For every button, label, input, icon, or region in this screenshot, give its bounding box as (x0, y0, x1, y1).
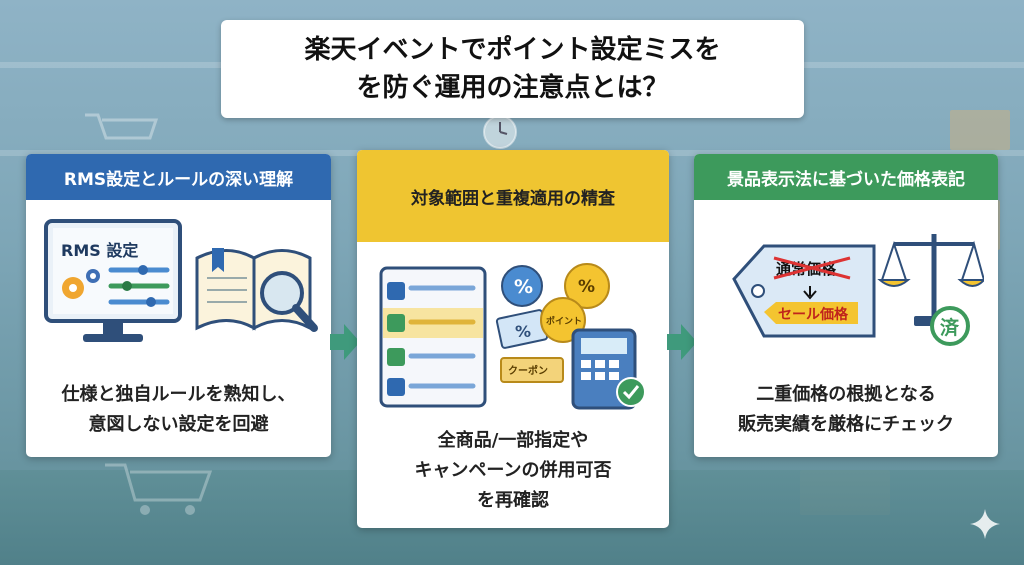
card-body-line: キャンペーンの併用可否 (414, 460, 612, 481)
monitor-settings-icon: RMS 設定 (44, 219, 182, 342)
card-header: 対象範囲と重複適用の精査 (357, 150, 669, 242)
campaign-calculation-icon: % % % ポイント クーポン (379, 263, 646, 410)
card-body-line: 全商品/一部指定や (437, 430, 589, 451)
arrow-right-icon (330, 324, 360, 360)
card-header: 景品表示法に基づいた価格表記 (694, 154, 998, 200)
card-body: 仕様と独自ルールを熟知し、 意図しない設定を回避 (26, 380, 331, 440)
arrow-right-icon (667, 324, 697, 360)
screen-label: RMS 設定 (61, 241, 138, 260)
card-body: 全商品/一部指定や キャンペーンの併用可否 を再確認 (357, 426, 669, 516)
percent-label: % (514, 276, 533, 298)
background-box (950, 110, 1010, 150)
point-label: ポイント (546, 315, 582, 327)
sale-price-label: セール価格 (778, 306, 849, 323)
shopping-cart-icon (105, 463, 213, 515)
coupon-label: クーポン (508, 364, 548, 377)
sparkle-icon (970, 509, 1000, 539)
price-tag-scale-icon: 通常価格 セール価格 済 (732, 234, 984, 346)
percent-label: % (578, 277, 595, 297)
card-body-line: 意図しない設定を回避 (88, 414, 269, 435)
card-body-line: 仕様と独自ルールを熟知し、 (61, 384, 296, 405)
card-scope-check: 対象範囲と重複適用の精査 % % % ポイント クーポン 全商品/一部指定や (357, 150, 669, 528)
card-body-line: 販売実績を厳格にチェック (738, 414, 954, 435)
page-title: 楽天イベントでポイント設定ミスを を防ぐ運用の注意点とは？ (221, 20, 804, 118)
card-price-display: 景品表示法に基づいた価格表記 通常価格 セール価格 済 二重価格の根拠となる 販… (694, 154, 998, 457)
approved-stamp: 済 (940, 316, 960, 339)
card-header: RMS設定とルールの深い理解 (26, 154, 331, 200)
shopping-cart-icon (85, 113, 159, 140)
clock-icon (483, 115, 517, 149)
card-body: 二重価格の根拠となる 販売実績を厳格にチェック (694, 380, 998, 440)
card-body-line: を再確認 (477, 490, 549, 511)
rulebook-magnifier-icon (195, 248, 318, 332)
percent-label: % (515, 322, 531, 341)
title-line-1: 楽天イベントでポイント設定ミスを (304, 35, 721, 65)
card-body-line: 二重価格の根拠となる (756, 384, 936, 405)
title-line-2: を防ぐ運用の注意点とは？ (356, 73, 669, 103)
card-rms-settings: RMS設定とルールの深い理解 RMS 設定 仕様と独自ルールを熟知し、 意図しな… (26, 154, 331, 457)
